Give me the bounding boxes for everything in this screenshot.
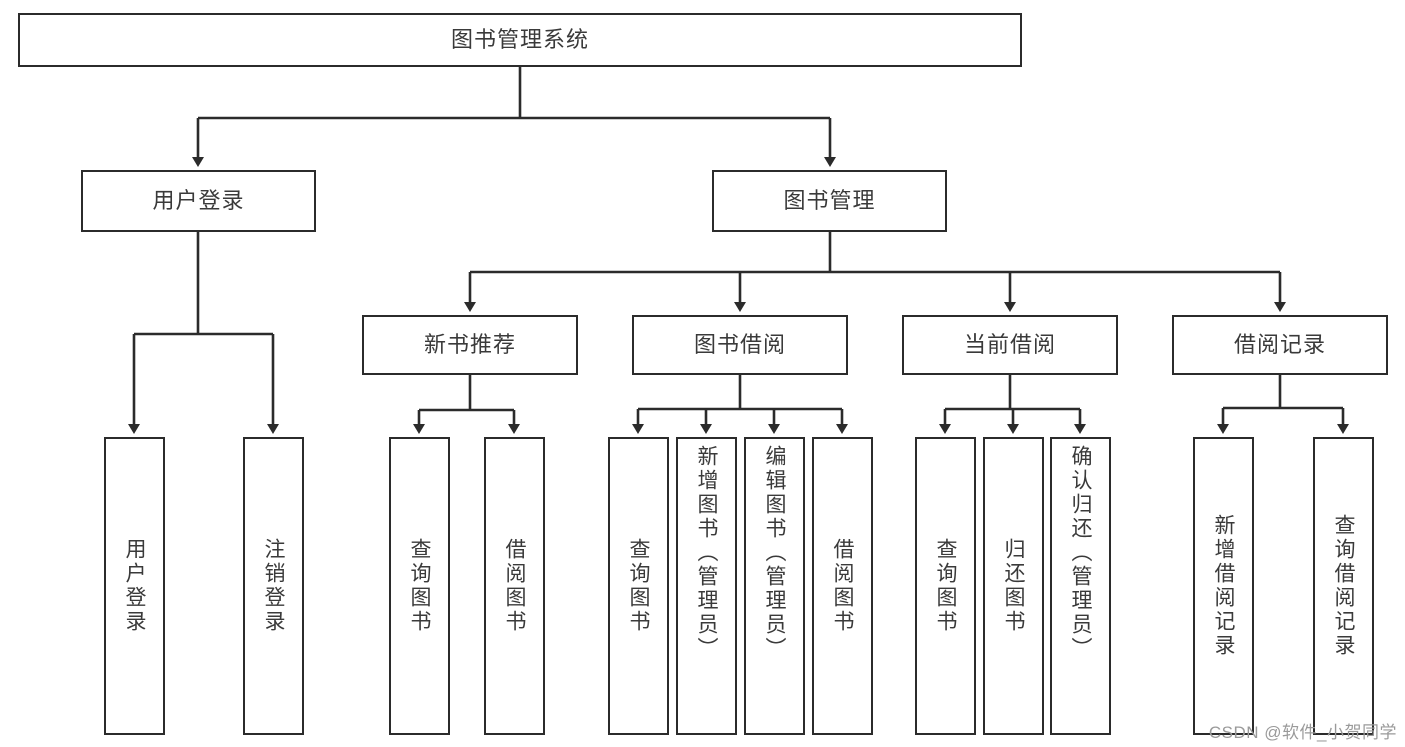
node-leaf-query-book-2[interactable]: 查询图书 (608, 437, 669, 735)
node-leaf-edit-book[interactable]: 编辑图书（管理员） (744, 437, 805, 735)
node-user-login-label: 用户登录 (152, 188, 245, 214)
node-leaf-borrow-book-2[interactable]: 借阅图书 (812, 437, 873, 735)
node-leaf-query-book-3[interactable]: 查询图书 (915, 437, 976, 735)
node-leaf-user-login[interactable]: 用户登录 (104, 437, 165, 735)
node-leaf-query-book-3-label: 查询图书 (934, 538, 957, 634)
node-new-book-rec[interactable]: 新书推荐 (362, 315, 578, 375)
node-leaf-add-book[interactable]: 新增图书（管理员） (676, 437, 737, 735)
node-leaf-borrow-book-2-label: 借阅图书 (831, 538, 854, 634)
node-book-manage-label: 图书管理 (783, 188, 876, 214)
node-book-manage[interactable]: 图书管理 (712, 170, 947, 232)
node-leaf-query-book-1-label: 查询图书 (408, 538, 431, 634)
node-leaf-return-book[interactable]: 归还图书 (983, 437, 1044, 735)
node-leaf-query-record-label: 查询借阅记录 (1332, 514, 1355, 658)
node-root[interactable]: 图书管理系统 (18, 13, 1022, 67)
node-current-borrow-label: 当前借阅 (963, 332, 1056, 358)
node-leaf-query-book-1[interactable]: 查询图书 (389, 437, 450, 735)
node-leaf-edit-book-label: 编辑图书（管理员） (763, 445, 786, 661)
node-current-borrow[interactable]: 当前借阅 (902, 315, 1118, 375)
node-leaf-logout-label: 注销登录 (262, 538, 285, 634)
node-leaf-add-book-label: 新增图书（管理员） (695, 445, 718, 661)
node-leaf-add-record-label: 新增借阅记录 (1212, 514, 1235, 658)
node-leaf-add-record[interactable]: 新增借阅记录 (1193, 437, 1254, 735)
node-borrow-record[interactable]: 借阅记录 (1172, 315, 1388, 375)
watermark-text: CSDN @软件_小贺同学 (1208, 723, 1397, 742)
node-leaf-borrow-book-1[interactable]: 借阅图书 (484, 437, 545, 735)
node-leaf-query-record[interactable]: 查询借阅记录 (1313, 437, 1374, 735)
node-new-book-rec-label: 新书推荐 (423, 332, 516, 358)
node-leaf-confirm-return[interactable]: 确认归还（管理员） (1050, 437, 1111, 735)
node-leaf-logout[interactable]: 注销登录 (243, 437, 304, 735)
node-leaf-confirm-return-label: 确认归还（管理员） (1069, 445, 1092, 661)
node-leaf-user-login-label: 用户登录 (123, 538, 146, 634)
node-borrow-record-label: 借阅记录 (1233, 332, 1326, 358)
node-leaf-return-book-label: 归还图书 (1002, 538, 1025, 634)
node-leaf-borrow-book-1-label: 借阅图书 (503, 538, 526, 634)
node-root-label: 图书管理系统 (450, 27, 589, 53)
node-book-borrow[interactable]: 图书借阅 (632, 315, 848, 375)
node-leaf-query-book-2-label: 查询图书 (627, 538, 650, 634)
node-book-borrow-label: 图书借阅 (693, 332, 786, 358)
node-user-login[interactable]: 用户登录 (81, 170, 316, 232)
